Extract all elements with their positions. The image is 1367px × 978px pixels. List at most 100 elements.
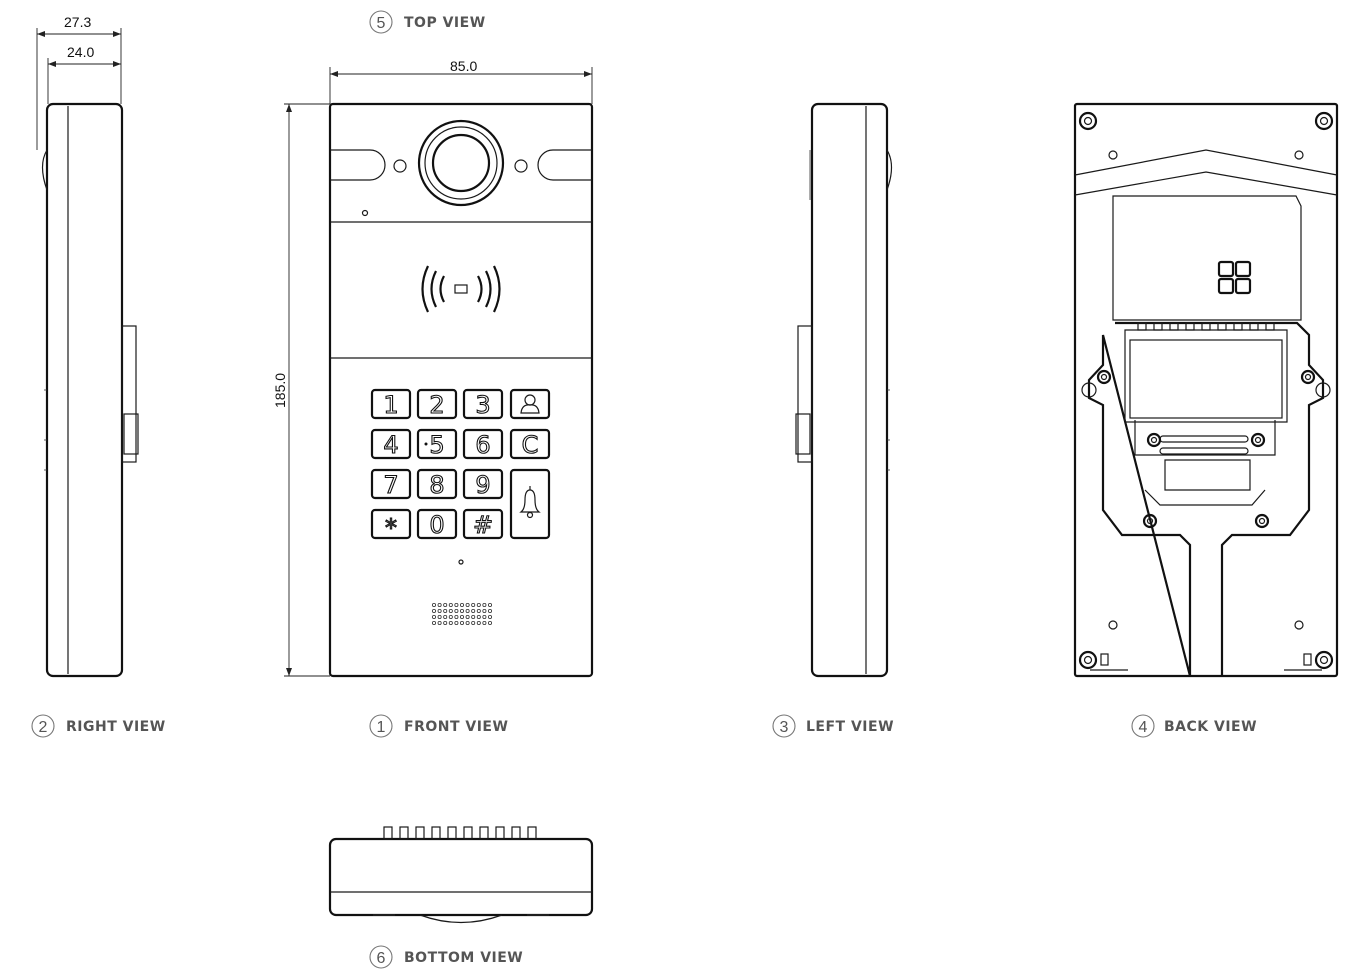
speaker-hole bbox=[443, 615, 448, 620]
speaker-hole bbox=[431, 621, 436, 626]
tooth bbox=[527, 826, 537, 840]
concierge-icon bbox=[520, 394, 540, 414]
speaker-hole bbox=[465, 621, 470, 626]
dim-width: 85.0 bbox=[450, 58, 477, 74]
speaker-hole bbox=[431, 615, 436, 620]
tooth bbox=[1217, 322, 1227, 331]
tooth bbox=[1265, 322, 1275, 331]
speaker-hole bbox=[443, 621, 448, 626]
key-star-label: * bbox=[385, 514, 397, 542]
tooth bbox=[1201, 322, 1211, 331]
dim-overall-depth: 27.3 bbox=[64, 14, 91, 30]
speaker-hole bbox=[448, 621, 453, 626]
speaker-hole bbox=[482, 615, 487, 620]
label-top-view: 5 TOP VIEW bbox=[369, 10, 485, 34]
key-9-label: 9 bbox=[475, 471, 490, 499]
key-star[interactable] bbox=[370, 508, 412, 540]
tooth bbox=[383, 826, 393, 840]
speaker-hole bbox=[465, 609, 470, 614]
speaker-hole bbox=[487, 615, 492, 620]
speaker-hole bbox=[443, 609, 448, 614]
keypad: 1 2 3 4 5 6 C 7 8 9 bbox=[370, 388, 551, 543]
bell-icon bbox=[519, 486, 541, 519]
speaker-hole bbox=[471, 615, 476, 620]
label-right-view: 2 RIGHT VIEW bbox=[31, 714, 165, 738]
svg-text:1: 1 bbox=[377, 719, 386, 736]
key-9[interactable] bbox=[462, 468, 504, 500]
speaker-hole bbox=[431, 609, 436, 614]
svg-text:3: 3 bbox=[780, 719, 789, 736]
speaker-hole bbox=[443, 603, 448, 608]
speaker-hole bbox=[431, 603, 436, 608]
tooth bbox=[479, 826, 489, 840]
tooth bbox=[431, 826, 441, 840]
speaker-hole bbox=[487, 609, 492, 614]
label-back-view: 4 BACK VIEW bbox=[1131, 714, 1257, 738]
svg-text:BOTTOM VIEW: BOTTOM VIEW bbox=[404, 950, 523, 966]
svg-text:FRONT VIEW: FRONT VIEW bbox=[404, 719, 508, 735]
tooth bbox=[1249, 322, 1259, 331]
speaker-hole bbox=[476, 615, 481, 620]
key-8[interactable] bbox=[416, 468, 458, 500]
tooth bbox=[415, 826, 425, 840]
speaker-hole bbox=[454, 603, 459, 608]
bottom-view-drawing bbox=[328, 826, 594, 924]
dim-height: 185.0 bbox=[272, 373, 288, 408]
key-6[interactable] bbox=[462, 428, 504, 460]
tooth bbox=[1137, 322, 1147, 331]
speaker-hole bbox=[482, 603, 487, 608]
tooth bbox=[399, 826, 409, 840]
svg-text:BACK VIEW: BACK VIEW bbox=[1164, 719, 1257, 735]
key-hash-label: # bbox=[473, 511, 493, 539]
key-0-label: 0 bbox=[429, 511, 444, 539]
tooth bbox=[1169, 322, 1179, 331]
speaker-hole bbox=[437, 609, 442, 614]
svg-text:6: 6 bbox=[377, 950, 386, 967]
key-3[interactable] bbox=[462, 388, 504, 420]
dim-body-depth: 24.0 bbox=[67, 44, 94, 60]
key-bell[interactable] bbox=[509, 468, 551, 540]
tooth bbox=[447, 826, 457, 840]
key-2[interactable] bbox=[416, 388, 458, 420]
tooth bbox=[511, 826, 521, 840]
speaker-hole bbox=[465, 603, 470, 608]
key-1[interactable] bbox=[370, 388, 412, 420]
key-6-label: 6 bbox=[475, 431, 490, 459]
svg-text:LEFT VIEW: LEFT VIEW bbox=[806, 719, 894, 735]
tooth bbox=[463, 826, 473, 840]
speaker-hole bbox=[476, 603, 481, 608]
svg-text:5: 5 bbox=[377, 15, 386, 32]
key-2-label: 2 bbox=[429, 391, 444, 419]
key-0[interactable] bbox=[416, 508, 458, 540]
left-view-drawing bbox=[795, 102, 893, 678]
speaker-hole bbox=[482, 609, 487, 614]
key-7[interactable] bbox=[370, 468, 412, 500]
rfid-icon bbox=[421, 265, 501, 313]
key-7-label: 7 bbox=[383, 471, 398, 499]
speaker-hole bbox=[471, 603, 476, 608]
speaker-hole bbox=[471, 621, 476, 626]
speaker-hole bbox=[476, 621, 481, 626]
back-view-drawing bbox=[1073, 102, 1339, 678]
speaker-hole bbox=[459, 615, 464, 620]
speaker-hole bbox=[454, 621, 459, 626]
key-c[interactable] bbox=[509, 428, 551, 460]
svg-text:2: 2 bbox=[39, 719, 48, 736]
speaker-hole bbox=[437, 621, 442, 626]
key-5-label: 5 bbox=[429, 431, 444, 459]
key-4[interactable] bbox=[370, 428, 412, 460]
tooth bbox=[1185, 322, 1195, 331]
front-view-drawing: 85.0 185.0 bbox=[272, 58, 594, 678]
speaker-hole bbox=[476, 609, 481, 614]
speaker-hole bbox=[459, 603, 464, 608]
speaker-hole bbox=[465, 615, 470, 620]
key-5[interactable] bbox=[416, 428, 458, 460]
key-1-label: 1 bbox=[383, 391, 398, 419]
right-view-drawing: 27.3 24.0 bbox=[36, 14, 139, 678]
speaker-grille bbox=[431, 603, 492, 626]
key-concierge[interactable] bbox=[509, 388, 551, 420]
label-front-view: 1 FRONT VIEW bbox=[369, 714, 508, 738]
speaker-hole bbox=[459, 609, 464, 614]
key-hash[interactable] bbox=[462, 508, 504, 540]
